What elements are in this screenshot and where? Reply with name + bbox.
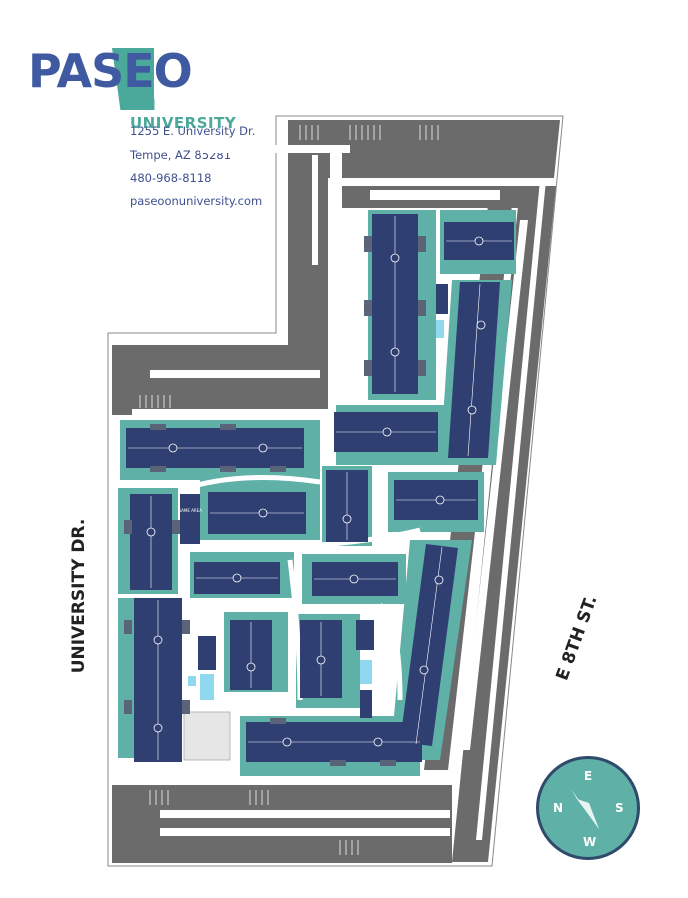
logo-teal-shape	[112, 48, 154, 110]
clubhouse-dark	[198, 636, 216, 670]
pool-west	[200, 674, 214, 700]
leasing-office	[183, 711, 231, 761]
website-link[interactable]: paseoonuniversity.com	[130, 194, 263, 208]
pool-north	[436, 320, 444, 338]
building-wings	[124, 236, 426, 766]
parking-stripes	[139, 125, 439, 855]
compass-rose: E N S W	[536, 756, 640, 860]
laundry-east-2	[360, 690, 372, 718]
compass-north: N	[553, 801, 564, 815]
address-line-1: 1255 E. University Dr.	[130, 124, 256, 138]
phone-number: 480-968-8118	[130, 171, 212, 185]
university-dr-label: UNIVERSITY DR.	[69, 518, 89, 674]
compass-east: E	[584, 769, 593, 783]
pool-west-small	[188, 676, 196, 686]
building-markers	[146, 236, 486, 747]
logo-subtitle: ON UNIVERSITY	[130, 96, 237, 132]
building-north-dark	[436, 284, 448, 314]
logo-wordmark: PASEO	[28, 44, 193, 98]
game-area	[180, 494, 200, 544]
compass-needle-icon	[571, 789, 599, 829]
amenities: GAME AREA	[178, 284, 448, 761]
parking-medians	[150, 145, 546, 840]
laundry-east	[356, 620, 374, 650]
pool-east	[360, 660, 372, 684]
paseo-logo: PASEO ON UNIVERSITY	[28, 42, 258, 132]
svg-text:GAME AREA: GAME AREA	[178, 508, 202, 513]
compass-south: S	[615, 801, 624, 815]
walkways	[179, 475, 421, 701]
compass-west: W	[583, 835, 597, 849]
